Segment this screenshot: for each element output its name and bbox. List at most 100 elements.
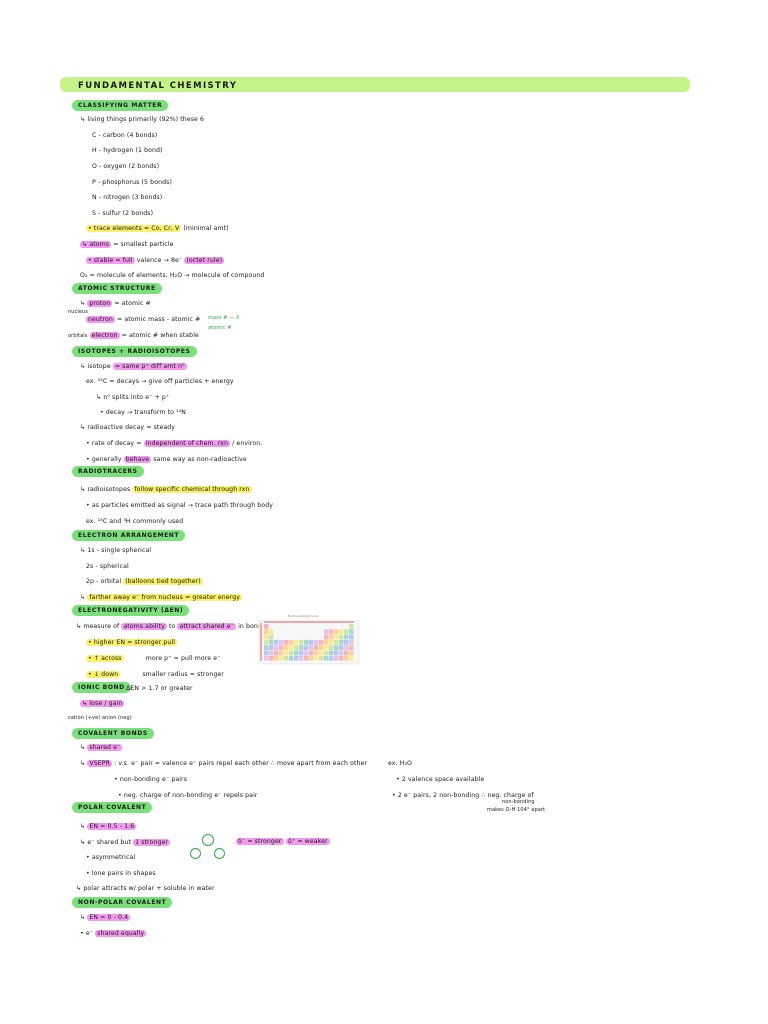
- en-down-line: • ↓ down smaller radius = stronger: [86, 670, 224, 679]
- radioactive-decay: ↳ radioactive decay = steady: [80, 424, 176, 431]
- periodic-table-cell: [269, 655, 274, 661]
- periodic-table-cell: [314, 655, 319, 661]
- atoms-line: ↳ atoms = smallest particle: [80, 240, 173, 249]
- section-isotopes: ISOTOPES + RADIOISOTOPES: [72, 346, 197, 357]
- periodic-table-cell: [324, 645, 329, 650]
- neutron-highlight: neutron: [86, 316, 115, 323]
- nucleus-label: nucleus: [68, 309, 89, 315]
- periodic-table-cell: [344, 650, 349, 656]
- orbital-2p-label: 2p - orbital: [86, 578, 122, 585]
- trace-elements-highlight: • trace elements = Co, Cr, V: [86, 225, 182, 232]
- nonpolar-en-line: ↳ EN = 0 - 0.4: [80, 913, 131, 922]
- energy-line: ↳ farther away e⁻ from nucleus = greater…: [80, 593, 243, 602]
- periodic-table-cell: [264, 624, 269, 629]
- periodic-table-cell: [284, 639, 289, 645]
- orbital-2p-highlight: (balloons tied together): [123, 578, 203, 585]
- isotope-line: ↳ isotope = same p⁺ diff amt n⁰: [80, 362, 187, 371]
- periodic-table-cell: [319, 645, 324, 650]
- section-covalent-bonds: COVALENT BONDS: [72, 728, 154, 739]
- trace-elements-note: (minimal amt): [183, 225, 229, 232]
- water-pairs: • 2 e⁻ pairs, 2 non-bonding ∴ neg. charg…: [392, 792, 534, 799]
- periodic-table-cell: [269, 650, 274, 656]
- periodic-table-cell: [324, 639, 329, 645]
- periodic-table-cell: [264, 655, 269, 661]
- en-atoms-ability: atoms ability: [121, 623, 167, 630]
- periodic-table-cell: [274, 650, 279, 656]
- element-phosphorus: P - phosphorus (5 bonds): [92, 179, 172, 186]
- ionic-ions: cation (+ve) anion (neg): [68, 715, 132, 721]
- periodic-table-cell: [269, 629, 274, 635]
- electron-definition: = atomic # when stable: [121, 332, 199, 339]
- periodic-table-cell: [344, 655, 349, 661]
- periodic-table-cell: [319, 639, 324, 645]
- periodic-table-cell: [274, 639, 279, 645]
- isotope-example: ex. ¹⁴C = decays → give off particles + …: [86, 378, 234, 385]
- periodic-table-cell: [349, 645, 354, 650]
- periodic-table-cell: [339, 650, 344, 656]
- periodic-table-cell: [304, 645, 309, 650]
- periodic-table-cell: [304, 639, 309, 645]
- section-electronegativity: ELECTRONEGATIVITY (ΔEN): [72, 605, 190, 616]
- vsepr-definition: : v.s. e⁻ pair = valence e⁻ pairs repel …: [114, 760, 368, 767]
- periodic-table-cell: [324, 655, 329, 661]
- radioisotopes-label: ↳ radioisotopes: [80, 486, 131, 493]
- radiotracers-signal: • as particles emitted as signal → trace…: [86, 502, 273, 509]
- periodic-table-cell: [289, 645, 294, 650]
- proton-definition: = atomic #: [114, 300, 151, 307]
- orbital-2s: 2s - spherical: [86, 563, 129, 570]
- periodic-table-cell: [329, 639, 334, 645]
- section-atomic-structure: ATOMIC STRUCTURE: [72, 283, 162, 294]
- isotope-split: ↳ n⁰ splits into e⁻ + p⁺: [96, 394, 170, 401]
- periodic-table-cell: [334, 655, 339, 661]
- behave-rest: same way as non-radioactive: [153, 456, 247, 463]
- periodic-table-cell: [339, 645, 344, 650]
- electron-highlight: electron: [89, 332, 120, 339]
- periodic-table-cell: [349, 624, 354, 629]
- hydrogen-atom-right-icon: [214, 848, 225, 859]
- en-higher-line: • higher EN = stronger pull: [86, 638, 178, 647]
- nonpolar-shared-label: • e⁻: [80, 930, 94, 937]
- element-sulfur: S - sulfur (2 bonds): [92, 210, 154, 217]
- periodic-table-cell: [334, 645, 339, 650]
- periodic-table-cell: [284, 645, 289, 650]
- periodic-table-cell: [329, 629, 334, 635]
- atom-notation: mass # — X: [208, 315, 240, 321]
- periodic-table-cell: [329, 634, 334, 640]
- neutron-definition: = atomic mass - atomic #: [116, 316, 201, 323]
- periodic-table-cell: [289, 655, 294, 661]
- classifying-intro: ↳ living things primarily (92%) these 6: [80, 116, 205, 123]
- covalent-shared-line: ↳ shared e⁻: [80, 743, 123, 752]
- periodic-table-cell: [329, 655, 334, 661]
- proton-line: ↳ proton = atomic #: [80, 299, 151, 308]
- non-bonding-repel: • neg. charge of non-bonding e⁻ repels p…: [118, 792, 258, 799]
- isotope-decay: • decay → transform to ¹⁴N: [100, 409, 186, 416]
- section-polar-covalent: POLAR COVALENT: [72, 802, 153, 813]
- energy-arrow: ↳: [80, 594, 86, 601]
- radiotracers-line: ↳ radioisotopes follow specific chemical…: [80, 485, 252, 494]
- decay-rate-env: / environ.: [232, 440, 263, 447]
- proton-highlight: proton: [87, 300, 113, 307]
- section-classifying-matter: CLASSIFYING MATTER: [72, 100, 169, 111]
- periodic-table-cell: [334, 639, 339, 645]
- periodic-table-cell: [334, 634, 339, 640]
- atoms-highlight: ↳ atoms: [80, 241, 112, 248]
- periodic-table-cell: [309, 655, 314, 661]
- periodic-table-cell: [294, 639, 299, 645]
- periodic-table-cell: [264, 645, 269, 650]
- periodic-table-cell: [339, 629, 344, 635]
- en-down-reason: smaller radius = stronger: [142, 671, 224, 678]
- delta-plus-highlight: δ⁺ = weaker: [286, 838, 330, 845]
- water-valence: • 2 valence space available: [396, 776, 485, 783]
- periodic-table-cell: [264, 650, 269, 656]
- periodic-table-cell: [314, 650, 319, 656]
- periodic-table-cell: [269, 634, 274, 640]
- periodic-table-cell: [329, 645, 334, 650]
- element-hydrogen: H - hydrogen (1 bond): [92, 147, 163, 154]
- periodic-table-cell: [349, 629, 354, 635]
- periodic-table-cell: [289, 639, 294, 645]
- periodic-table-cell: [334, 650, 339, 656]
- radiotracers-example: ex. ¹⁴C and ³H commonly used: [86, 518, 184, 525]
- en-measure-label: ↳ measure of: [76, 623, 120, 630]
- element-nitrogen: N - nitrogen (3 bonds): [92, 194, 163, 201]
- non-bonding-pairs: • non-bonding e⁻ pairs: [114, 776, 188, 783]
